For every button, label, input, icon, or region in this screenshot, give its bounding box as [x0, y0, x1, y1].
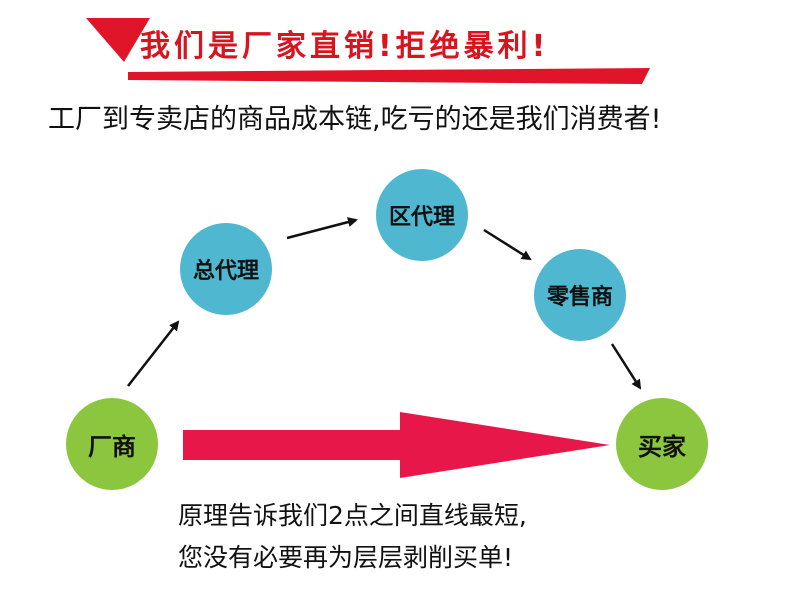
direct-route-arrow [183, 412, 610, 478]
arrow-regional-to-retailer [483, 228, 532, 261]
arrow-factory-to-general [127, 320, 180, 387]
node-retailer: 零售商 [534, 249, 626, 341]
header-left-triangle [86, 18, 150, 62]
node-buyer: 买家 [616, 398, 708, 490]
header-underline-swoosh [128, 68, 650, 84]
note-line-2: 您没有必要再为层层剥削买单! [178, 543, 514, 572]
headline: 我们是厂家直销!拒绝暴利! [140, 29, 550, 64]
node-regional-agent: 区代理 [376, 169, 468, 261]
subtitle: 工厂到专卖店的商品成本链,吃亏的还是我们消费者! [48, 104, 662, 135]
node-general-agent: 总代理 [180, 223, 272, 315]
arrow-general-to-regional [286, 217, 358, 240]
arrow-retailer-to-buyer [610, 343, 642, 390]
note-line-1: 原理告诉我们2点之间直线最短, [178, 501, 527, 530]
node-factory: 厂商 [66, 398, 158, 490]
